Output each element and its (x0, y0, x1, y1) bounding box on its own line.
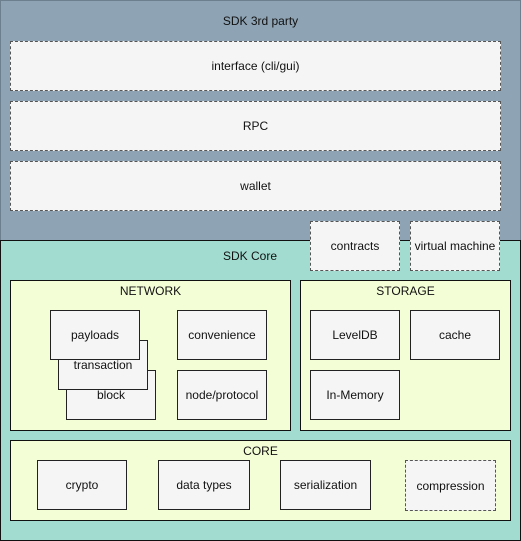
sdk-core-title: SDK Core (222, 249, 278, 263)
data-types-box: data types (158, 460, 250, 510)
rpc-layer: RPC (10, 101, 501, 151)
payloads-box: payloads (50, 310, 140, 360)
virtual-machine-box: virtual machine (410, 221, 500, 271)
leveldb-box: LevelDB (310, 310, 400, 360)
wallet-layer: wallet (10, 161, 501, 211)
convenience-box: convenience (177, 310, 267, 360)
sdk-3rd-party-title: SDK 3rd party (222, 14, 299, 28)
network-title: NETWORK (119, 284, 182, 298)
crypto-box: crypto (37, 460, 127, 510)
cache-box: cache (410, 310, 500, 360)
in-memory-box: In-Memory (310, 370, 400, 420)
interface-layer: interface (cli/gui) (10, 41, 501, 91)
contracts-box: contracts (310, 221, 400, 271)
compression-box: compression (405, 460, 496, 511)
serialization-box: serialization (280, 460, 371, 510)
storage-title: STORAGE (376, 284, 435, 298)
core-group-title: CORE (243, 444, 278, 458)
node-protocol-box: node/protocol (177, 370, 267, 420)
